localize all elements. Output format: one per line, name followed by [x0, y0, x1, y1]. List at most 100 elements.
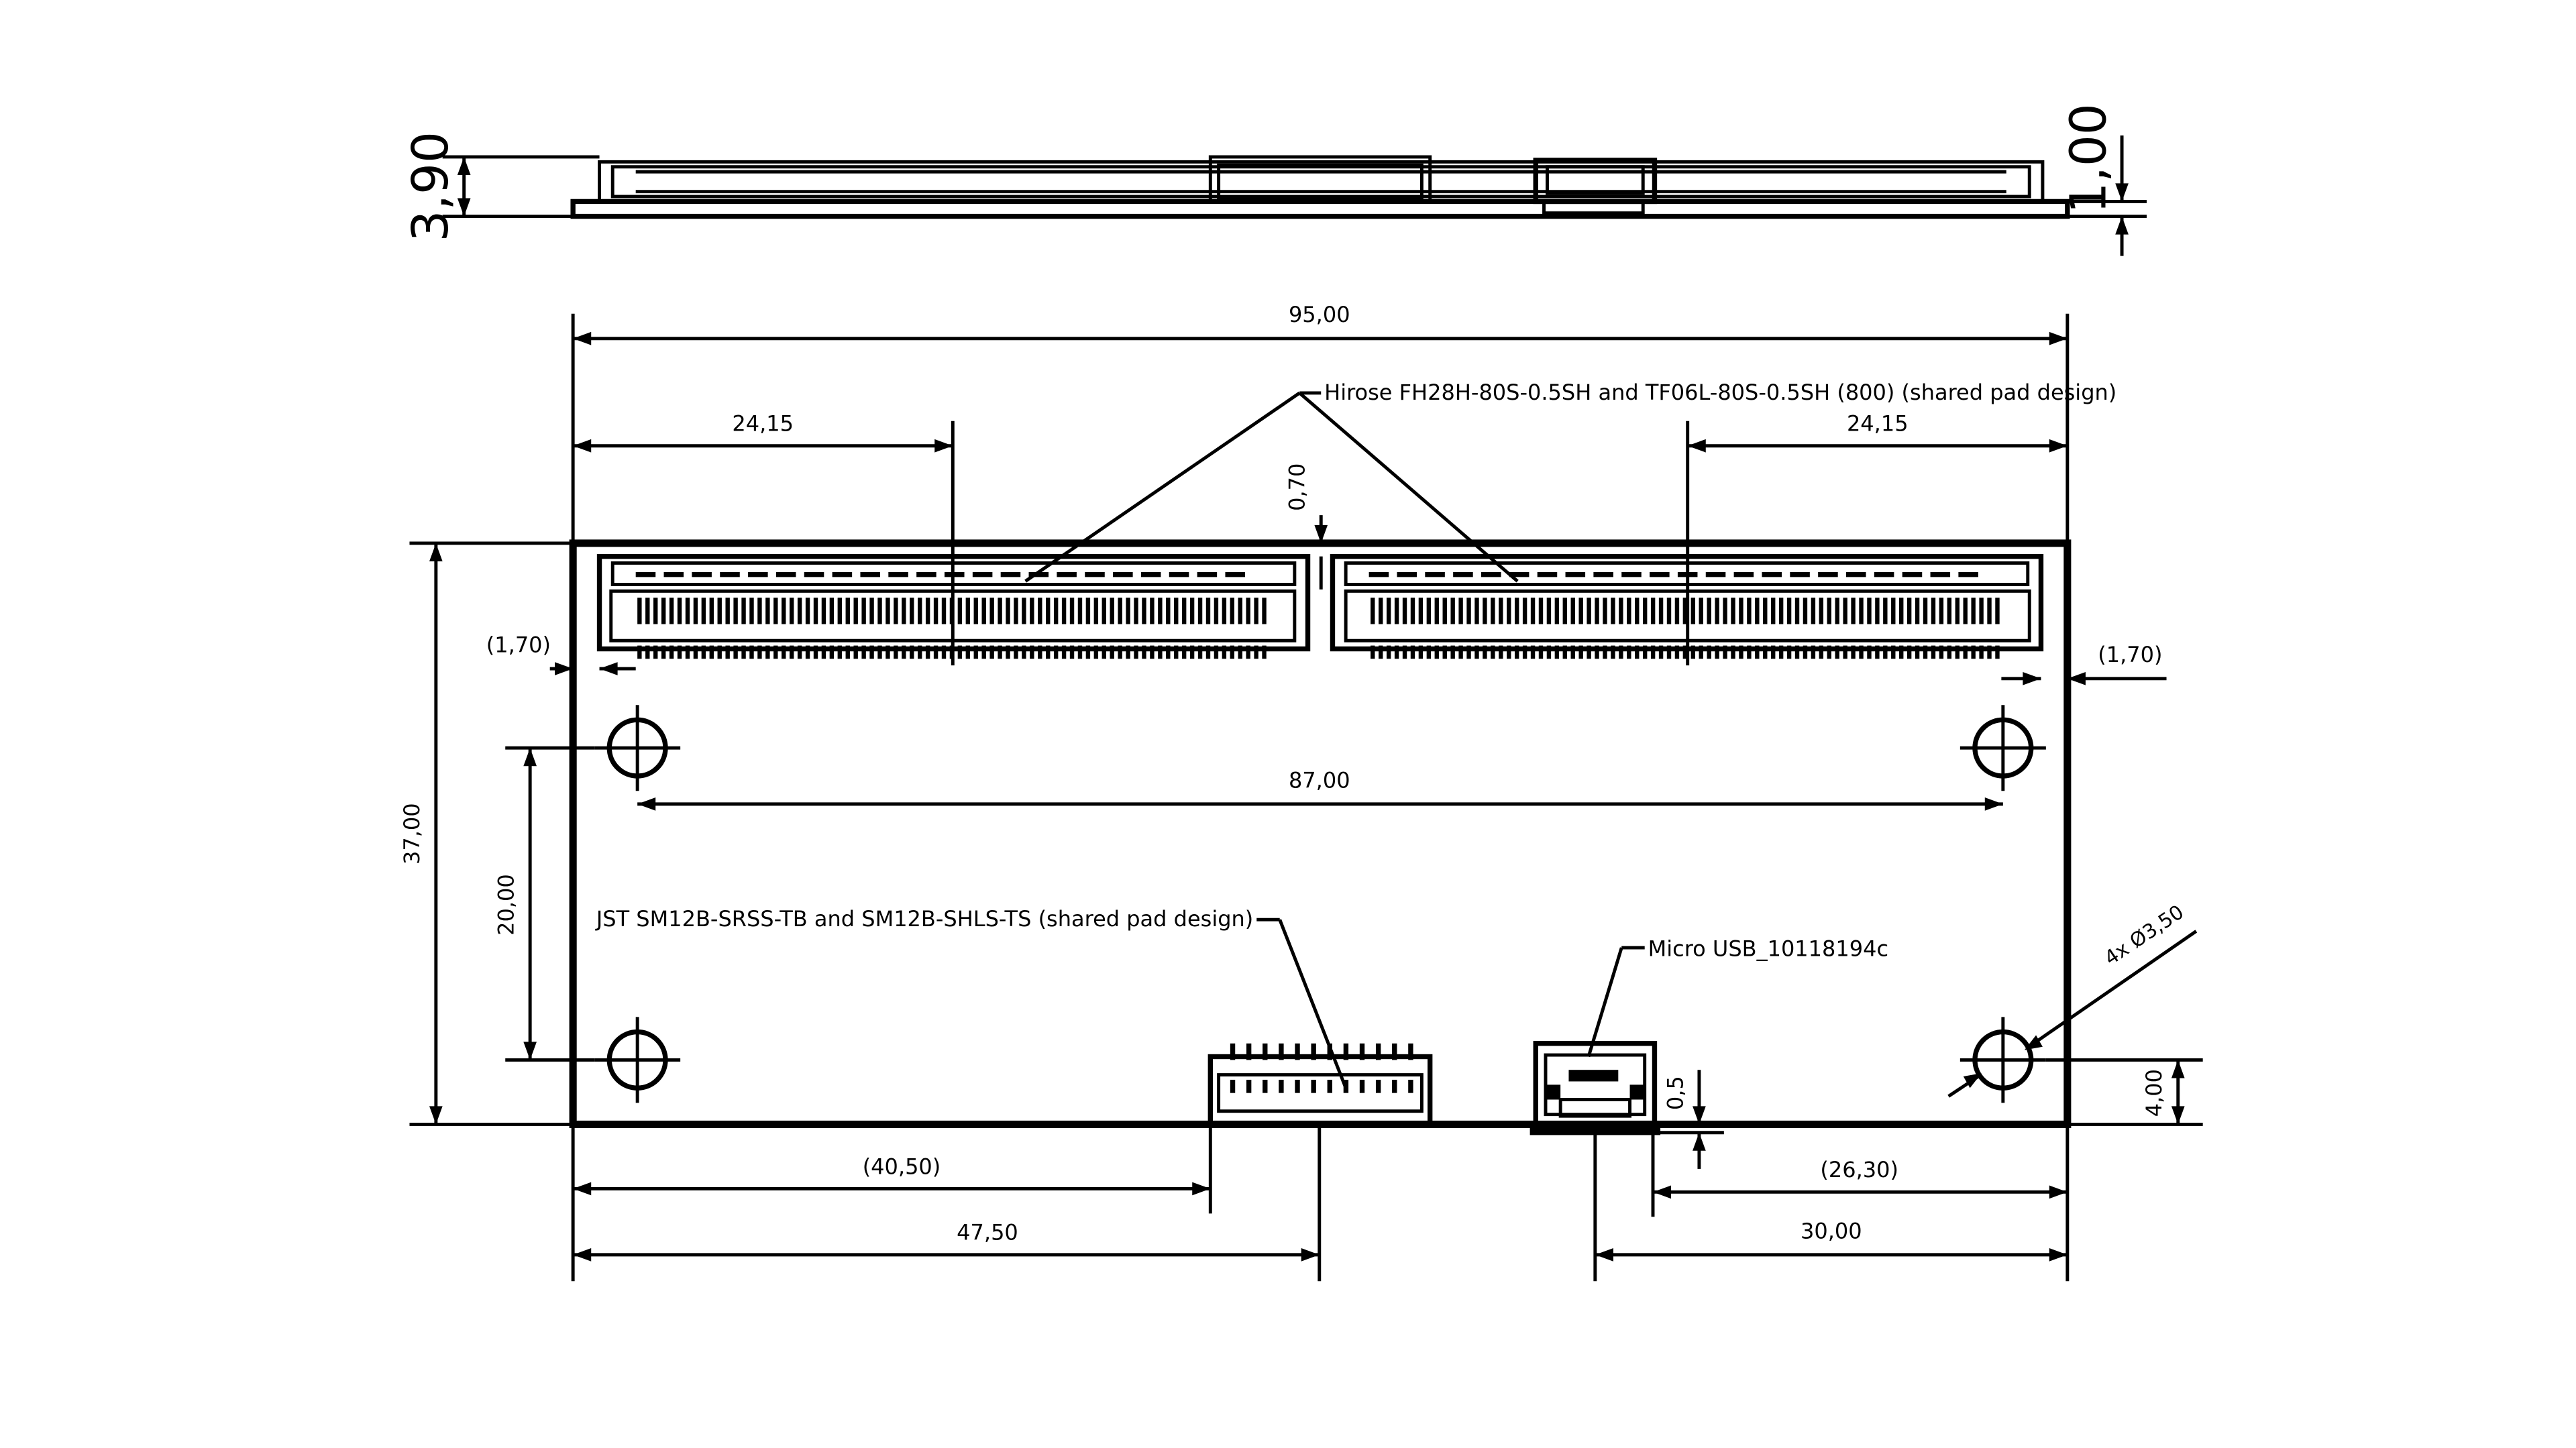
connector-pin — [1263, 1043, 1268, 1060]
connector-pin — [1230, 645, 1234, 659]
connector-pin — [1666, 598, 1672, 624]
jst-left-dim: (40,50) — [863, 1154, 941, 1179]
connector-pin — [1578, 598, 1583, 624]
connector-pin — [1995, 598, 2000, 624]
connector-pin — [1731, 645, 1735, 659]
connector-pin — [941, 598, 947, 624]
connector-pin — [845, 598, 850, 624]
connector-pin — [1410, 645, 1415, 659]
connector-pin — [1971, 645, 1976, 659]
connector-pin — [1915, 645, 1920, 659]
connector-pin — [1682, 645, 1688, 659]
connector-pin — [693, 598, 698, 624]
connector-pin — [1222, 645, 1227, 659]
connector-pin — [1979, 645, 1984, 659]
connector-pin — [877, 598, 882, 624]
connector-pin — [1803, 598, 1808, 624]
connector-pin — [965, 598, 971, 624]
connector-pin — [1658, 645, 1664, 659]
connector-pin — [1587, 598, 1591, 624]
connector-pin — [1238, 645, 1242, 659]
connector-pin — [1214, 598, 1219, 624]
connector-pin — [1530, 645, 1536, 659]
connector-pin — [782, 645, 786, 659]
connector-pin — [1987, 598, 1992, 624]
connector-pin — [1611, 598, 1615, 624]
connector-pin — [1006, 598, 1010, 624]
connector-pin — [1923, 645, 1928, 659]
connector-pin — [1971, 598, 1976, 624]
connector-pin — [1134, 645, 1138, 659]
connector-pin — [1642, 645, 1648, 659]
connector-pin — [1939, 645, 1944, 659]
connector-pin — [933, 598, 938, 624]
connector-pin — [1603, 598, 1607, 624]
connector-pin — [1771, 645, 1776, 659]
connector-pin — [989, 598, 994, 624]
connector-pin — [1030, 645, 1034, 659]
hole-spacing-x-dim: 87,00 — [1289, 767, 1350, 793]
connector-pin — [1843, 645, 1847, 659]
connector-pin — [894, 598, 898, 624]
connector-pin — [1907, 645, 1912, 659]
connector-pin — [1022, 598, 1026, 624]
connector-pin — [1311, 1079, 1316, 1093]
connector-pin — [1522, 645, 1527, 659]
connector-pin — [1110, 598, 1114, 624]
connector-pin — [1394, 645, 1399, 659]
connector-pin — [1747, 598, 1752, 624]
connector-pin — [741, 598, 746, 624]
connector-pin — [1474, 645, 1479, 659]
dimensions: 95,00 24,15 24,15 0,70 (1,70) (1,70) — [399, 302, 2203, 1282]
connector-pin — [1458, 598, 1463, 624]
connector-pin — [1126, 598, 1130, 624]
connector-pin — [1030, 598, 1034, 624]
right-connector-dim: 24,15 — [1847, 411, 1909, 437]
connector-pin — [1499, 645, 1503, 659]
connector-pin — [1014, 598, 1018, 624]
connector-pin — [637, 598, 642, 624]
connector-pin — [1803, 645, 1808, 659]
connector-pin — [981, 645, 986, 659]
connector-pin — [1851, 598, 1856, 624]
connector-pin — [1230, 1079, 1236, 1093]
connector-pin — [1707, 645, 1711, 659]
connector-pin — [1093, 645, 1099, 659]
connector-pin — [1923, 598, 1928, 624]
connector-pin — [1554, 645, 1560, 659]
connector-pin — [1379, 598, 1383, 624]
connector-pin — [1955, 598, 1960, 624]
connector-pin — [677, 645, 682, 659]
connector-pin — [701, 645, 706, 659]
connector-pin — [1150, 598, 1155, 624]
connector-pin — [757, 645, 762, 659]
connector-pin — [1627, 645, 1631, 659]
connector-pin — [813, 645, 818, 659]
connector-pin — [1174, 598, 1179, 624]
connector-pin — [1246, 1043, 1252, 1060]
connector-pin — [1794, 598, 1800, 624]
connector-pin — [1755, 598, 1760, 624]
connector-pin — [1189, 598, 1195, 624]
connector-pin — [685, 645, 690, 659]
connector-pin — [1546, 598, 1552, 624]
connector-pin — [837, 598, 843, 624]
connector-pin — [1359, 1043, 1365, 1060]
connector-pin — [1295, 1043, 1300, 1060]
connector-pin — [861, 645, 866, 659]
connector-pin — [1254, 645, 1258, 659]
connector-pin — [1635, 645, 1640, 659]
connector-pin — [1627, 598, 1631, 624]
connector-pin — [1410, 598, 1415, 624]
connector-pin — [1827, 645, 1831, 659]
board-outline — [569, 539, 2072, 1128]
connector-pin — [1053, 598, 1059, 624]
connector-pin — [1102, 645, 1106, 659]
connector-pin — [1739, 598, 1743, 624]
connector-pin — [1811, 598, 1816, 624]
connector-pin — [693, 645, 698, 659]
connector-pin — [989, 645, 994, 659]
connector-pin — [1715, 645, 1719, 659]
connector-pin — [1295, 1079, 1300, 1093]
connector-pin — [773, 645, 778, 659]
